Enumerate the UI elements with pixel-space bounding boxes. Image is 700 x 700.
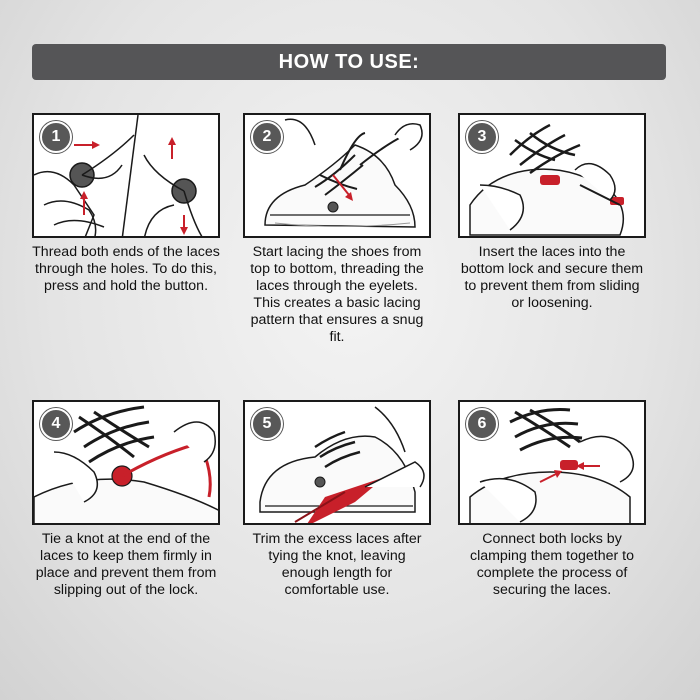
step-number-badge: 3 [466, 121, 498, 153]
step-description: Tie a knot at the end of the laces to ke… [35, 531, 217, 598]
header-bar: HOW TO USE: [32, 44, 666, 80]
step-number-badge: 5 [251, 408, 283, 440]
step-5: 5 Trim the excess laces after tying the … [243, 400, 443, 599]
step-2: 2 Start lacing the shoes from top to bot… [243, 113, 443, 346]
step-3: 3 Insert the laces into the bottom lock … [458, 113, 658, 312]
page-title: HOW TO USE: [278, 50, 420, 73]
step-description: Start lacing the shoes from top to botto… [250, 244, 424, 345]
step-4: 4 Tie a knot at the end of the laces to … [32, 400, 232, 599]
step-number-badge: 6 [466, 408, 498, 440]
step-4-illustration: 4 [32, 400, 220, 525]
trim-illustration [259, 406, 425, 523]
step-description: Trim the excess laces after tying the kn… [252, 531, 422, 598]
step-number-badge: 1 [40, 121, 72, 153]
step-number-badge: 2 [251, 121, 283, 153]
bottom-lock-illustration [469, 123, 625, 236]
step-description: Connect both locks by clamping them toge… [469, 531, 635, 598]
step-3-illustration: 3 [458, 113, 646, 238]
step-description: Thread both ends of the laces through th… [32, 244, 220, 294]
step-6-illustration: 6 [458, 400, 646, 525]
clamp-locks-illustration [469, 408, 635, 523]
lacing-illustration [264, 118, 423, 228]
knot-illustration [34, 405, 218, 523]
threading-illustration [34, 115, 203, 236]
step-1-illustration: 1 [32, 113, 220, 238]
step-description: Insert the laces into the bottom lock an… [460, 244, 644, 311]
step-6: 6 Connect both locks by clamping them to… [458, 400, 658, 599]
step-5-illustration: 5 [243, 400, 431, 525]
step-1: 1 Thread both ends of the laces through … [32, 113, 232, 295]
step-number-badge: 4 [40, 408, 72, 440]
step-2-illustration: 2 [243, 113, 431, 238]
